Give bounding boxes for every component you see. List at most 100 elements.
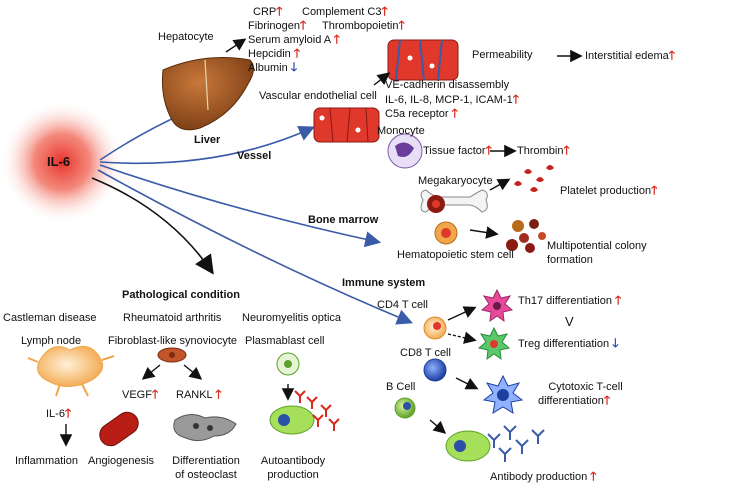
autoantibody-icon <box>294 390 340 431</box>
arrow-vegf <box>141 364 161 380</box>
arrow-to-bone-marrow <box>99 164 382 248</box>
branch-liver: Liver <box>194 134 221 146</box>
osteoclast-icon <box>173 414 237 442</box>
hepcidin-item: Hepcidin 🡑 <box>248 46 301 61</box>
cytotoxic-cell-icon <box>482 374 524 414</box>
bcell-icon <box>394 397 416 419</box>
up-arrow-icon: 🡑 <box>151 387 159 401</box>
up-arrow-icon: 🡑 <box>512 92 520 106</box>
up-arrow-icon: 🡑 <box>215 387 222 401</box>
il6-label: IL-6 <box>47 154 71 169</box>
arrow-antibody <box>429 419 447 434</box>
crp-item: CRP🡑 <box>253 4 283 19</box>
antibody-item: Antibody production 🡑 <box>490 469 597 484</box>
arrow-platelet <box>489 178 511 191</box>
vegf-item: VEGF🡑 <box>122 387 159 402</box>
cytokines-item: IL-6, IL-8, MCP-1, ICAM-1🡑 <box>385 92 520 107</box>
megakaryocyte-label: Megakaryocyte <box>418 175 493 187</box>
colony-icon <box>506 219 546 253</box>
rankl-item: RANKL 🡑 <box>176 387 222 402</box>
up-arrow-icon: 🡑 <box>485 143 492 157</box>
up-arrow-icon: 🡑 <box>299 18 307 32</box>
c5a-item: C5a receptor 🡑 <box>385 106 458 121</box>
vessel-icon-large <box>387 39 459 81</box>
il6-glow <box>0 100 124 224</box>
autoantibody-label-1: Autoantibody <box>260 455 326 467</box>
down-arrow-icon: 🡓 <box>290 60 298 74</box>
complement-item: Complement C3🡑 <box>302 4 388 19</box>
arrow-to-pathology <box>91 177 214 275</box>
angiogenesis-icon <box>99 411 139 447</box>
comparison-sign: V <box>565 314 574 329</box>
monocyte-label: Monocyte <box>377 125 425 137</box>
endothelial-label: Vascular endothelial cell <box>259 90 377 102</box>
permeability-item: Permeability <box>472 49 533 61</box>
colony-item-2: formation <box>547 254 593 266</box>
thrombopoietin-item: Thrombopoietin🡑 <box>322 18 405 33</box>
down-arrow-icon: 🡓 <box>612 336 619 350</box>
ve-cadherin-item: VE-cadherin disassembly <box>385 79 510 91</box>
hepatocyte-label: Hepatocyte <box>158 31 214 43</box>
cytotoxic-item-2: differentiation🡑 <box>538 393 611 408</box>
arrow-rankl <box>183 364 203 380</box>
castleman-label: Castleman disease <box>3 312 97 324</box>
platelet-icon <box>514 165 554 192</box>
lymph-node-label: Lymph node <box>21 335 82 347</box>
monocyte-icon <box>387 133 423 169</box>
synoviocyte-icon <box>157 347 187 363</box>
arrow-th17 <box>447 306 477 321</box>
plasma-cell-icon <box>445 430 491 462</box>
tissue-factor-item: Tissue factor🡑 <box>423 143 492 158</box>
colony-item-1: Multipotential colony <box>547 240 647 252</box>
up-arrow-icon: 🡑 <box>590 469 597 483</box>
angiogenesis-label: Angiogenesis <box>88 455 155 467</box>
up-arrow-icon: 🡑 <box>451 106 458 120</box>
arrow-treg <box>447 331 477 344</box>
up-arrow-icon: 🡑 <box>293 46 301 60</box>
cd8-cell-icon <box>423 358 447 382</box>
osteoclast-label-1: Differentiation <box>172 455 240 467</box>
up-arrow-icon: 🡑 <box>333 32 340 46</box>
plasmablast-label: Plasmablast cell <box>245 335 325 347</box>
platelet-item: Platelet production🡑 <box>560 183 658 198</box>
thrombin-item: Thrombin🡑 <box>517 143 570 158</box>
arrow-to-immune <box>97 169 413 325</box>
cytotoxic-item-1: Cytotoxic T-cell <box>548 381 623 393</box>
up-arrow-icon: 🡑 <box>276 4 283 18</box>
bcell-label: B Cell <box>386 381 416 393</box>
arrow-colony <box>469 226 499 239</box>
megakaryocyte-icon <box>420 189 488 213</box>
up-arrow-icon: 🡑 <box>398 18 405 32</box>
treg-cell-icon <box>477 326 511 361</box>
hsc-label: Hematopoietic stem cell <box>397 249 514 261</box>
branch-bone-marrow: Bone marrow <box>308 214 379 226</box>
arrow-vessel-effects <box>373 72 391 86</box>
arrow-cytotoxic <box>455 377 479 390</box>
hsc-icon <box>434 221 458 245</box>
albumin-item: Albumin 🡓 <box>248 60 298 75</box>
cd4-label: CD4 T cell <box>377 299 428 311</box>
up-arrow-icon: 🡑 <box>651 183 658 197</box>
arrow-to-vessel <box>99 126 315 165</box>
antibody-icon <box>487 425 545 462</box>
cd4-cell-icon <box>423 316 447 340</box>
cd8-label: CD8 T cell <box>400 347 451 359</box>
up-arrow-icon: 🡑 <box>381 4 388 18</box>
fls-label: Fibroblast-like synoviocyte <box>108 335 237 347</box>
up-arrow-icon: 🡑 <box>615 293 622 307</box>
liver-icon <box>161 57 254 131</box>
fibrinogen-item: Fibrinogen🡑 <box>248 18 307 33</box>
th17-cell-icon <box>480 288 514 323</box>
branch-vessel: Vessel <box>237 150 272 162</box>
il6-item: IL-6🡑 <box>46 406 72 421</box>
plasmablast-icon <box>276 352 300 376</box>
saa-item: Serum amyloid A 🡑 <box>248 32 340 47</box>
up-arrow-icon: 🡑 <box>603 393 611 407</box>
nmo-label: Neuromyelitis optica <box>242 312 342 324</box>
autoantibody-cell-icon <box>269 405 315 435</box>
th17-item: Th17 differentiation 🡑 <box>518 293 622 308</box>
arrow-liver-products <box>225 38 247 53</box>
edema-item: Interstitial edema🡑 <box>585 48 676 63</box>
up-arrow-icon: 🡑 <box>64 406 72 420</box>
branch-pathological-condition: Pathological condition <box>122 289 240 301</box>
